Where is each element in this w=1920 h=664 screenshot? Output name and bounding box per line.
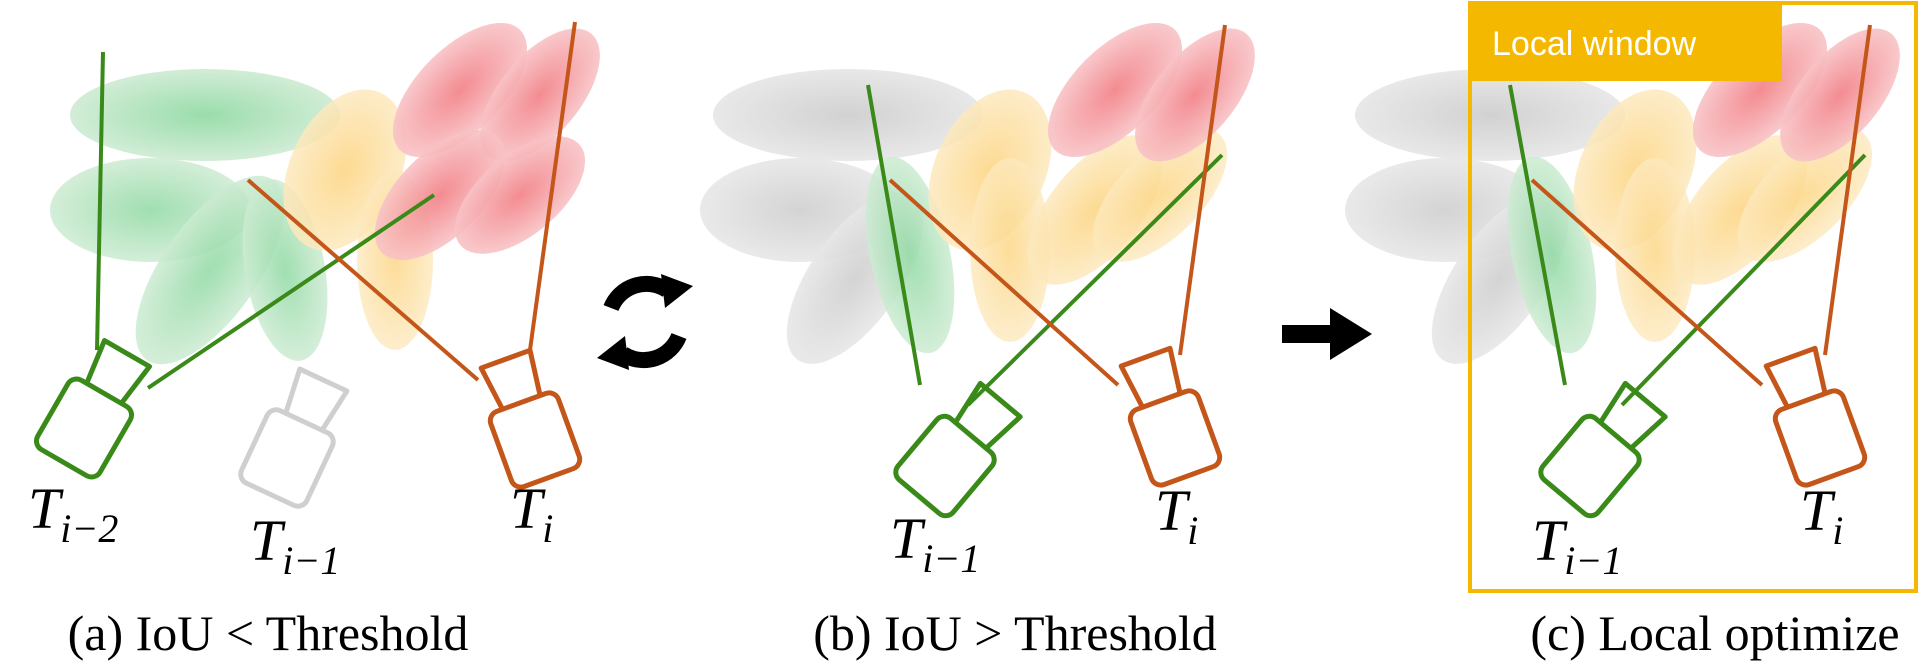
camera-label-a2: Ti−1 xyxy=(250,508,340,583)
ray-lines-c xyxy=(1508,24,1872,407)
panel-b xyxy=(700,22,1255,520)
camera-label-b1: Ti−1 xyxy=(890,506,980,581)
camera-icon xyxy=(1112,345,1223,488)
camera-icon xyxy=(1537,377,1673,520)
caption-b: (b) IoU > Threshold xyxy=(813,605,1217,661)
ray-lines-b xyxy=(866,24,1227,407)
gaussian-blobs-a xyxy=(50,22,600,365)
camera-label-c2: Ti xyxy=(1800,478,1843,553)
camera-label-a3: Ti xyxy=(510,476,553,551)
local-window-label: Local window xyxy=(1492,25,1697,63)
camera-icon xyxy=(1757,345,1868,488)
camera-icon xyxy=(472,347,583,490)
camera-label-a1: Ti−2 xyxy=(28,476,118,551)
local-window-badge xyxy=(1470,3,1782,81)
camera-label-c1: Ti−1 xyxy=(1532,508,1622,583)
caption-c: (c) Local optimize xyxy=(1530,605,1899,661)
ray-lines-a xyxy=(95,21,577,390)
camera-label-b2: Ti xyxy=(1155,478,1198,553)
right-arrow-icon xyxy=(1282,308,1372,360)
caption-a: (a) IoU < Threshold xyxy=(68,605,469,661)
camera-icon xyxy=(892,377,1028,520)
panel-c: Local window xyxy=(1345,1,1918,593)
panel-a xyxy=(33,21,600,510)
camera-icon xyxy=(33,336,158,481)
refresh-icon xyxy=(597,274,693,370)
gaussian-blobs-b xyxy=(700,22,1255,364)
gaussian-blobs-c xyxy=(1345,22,1900,364)
camera-icon xyxy=(237,365,356,510)
